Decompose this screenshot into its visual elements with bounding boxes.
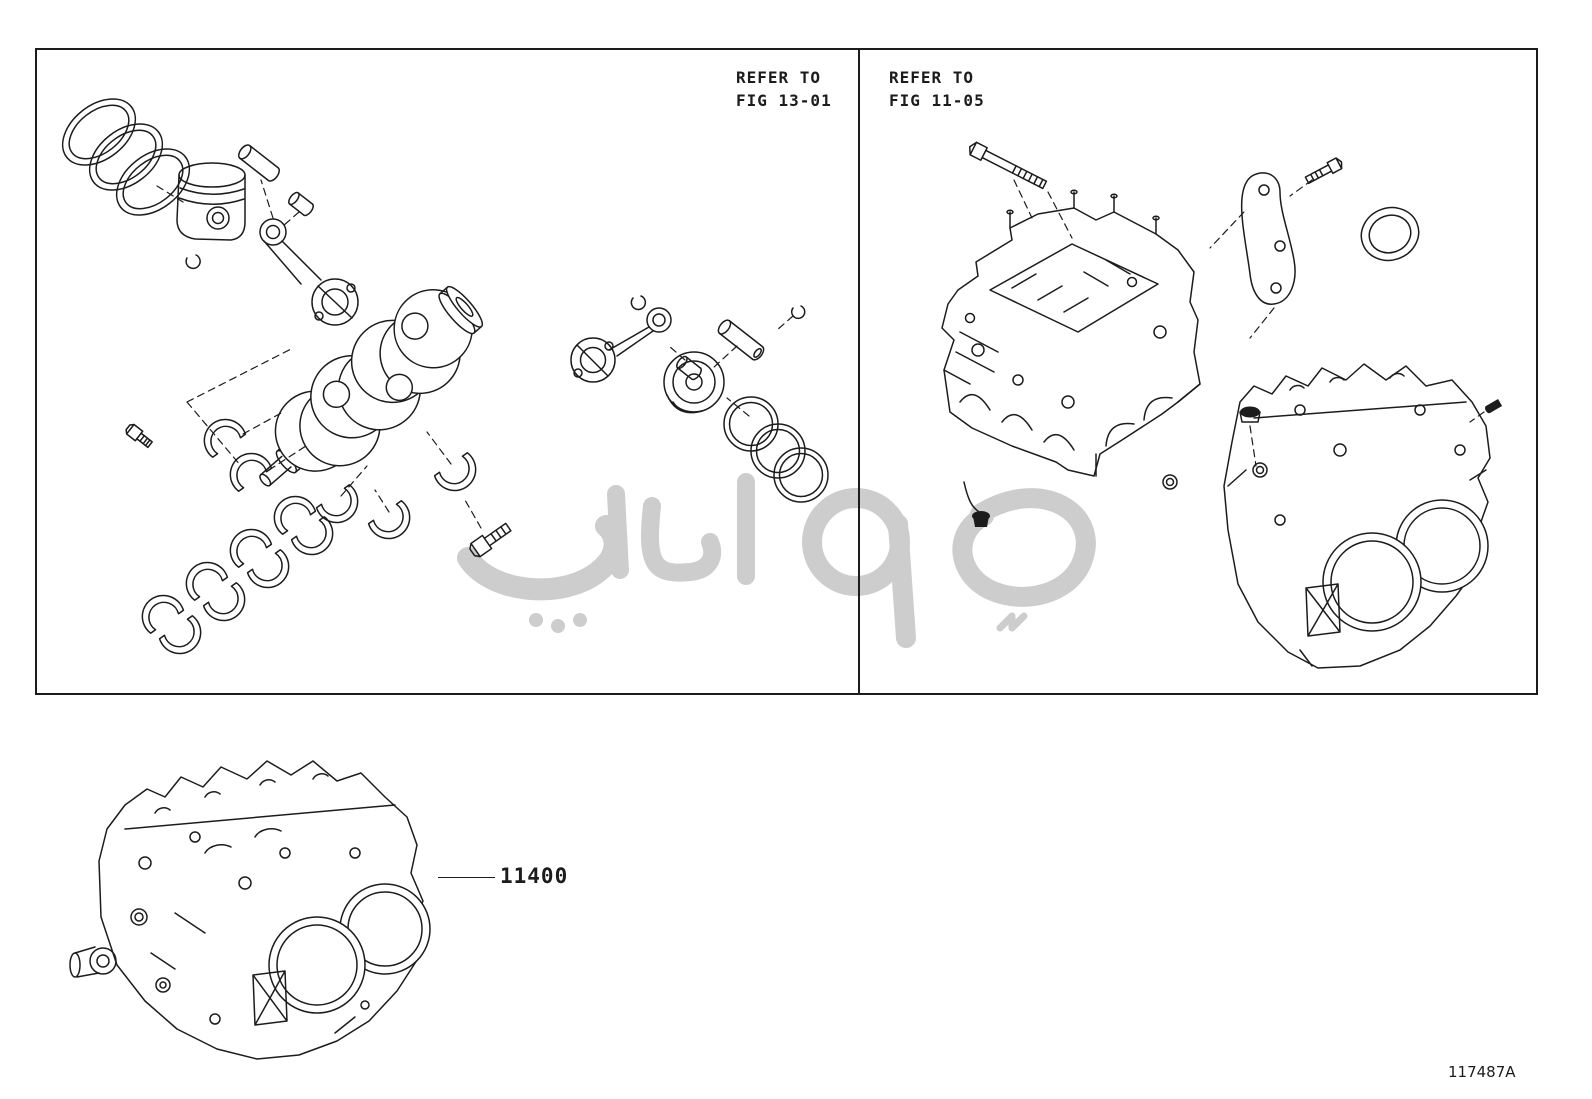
exploded-views-art — [61, 98, 1503, 669]
cylinder-block-assembly-drawing — [941, 141, 1503, 669]
crankshaft-piston-assembly-drawing — [61, 98, 829, 663]
piston-rings-right — [723, 396, 829, 503]
chain-tensioner-guide — [1240, 172, 1296, 305]
side-plug — [1484, 399, 1503, 414]
refer-note-fig-11-05: REFER TO FIG 11-05 — [889, 68, 985, 111]
connecting-rod-right — [570, 307, 672, 383]
piston-rings-left — [61, 98, 191, 216]
rod-bushing-left — [288, 191, 314, 217]
piston-left — [176, 162, 246, 270]
assembly-leader-lines-left — [156, 179, 794, 529]
o-ring — [1162, 474, 1178, 490]
drain-plug — [972, 511, 990, 527]
pin-snap-ring-left — [630, 295, 647, 311]
refer-note-fig-13-01: REFER TO FIG 13-01 — [736, 68, 832, 111]
watermark-logo — [457, 473, 1096, 648]
cylinder-block-front — [1223, 363, 1491, 669]
cover-bolt — [1304, 157, 1343, 185]
short-block-outline — [69, 760, 431, 1060]
piston-pin-right — [717, 319, 765, 361]
main-bearing-set — [133, 487, 342, 663]
short-block-drawing — [69, 760, 431, 1060]
head-bolt — [968, 141, 1048, 190]
figure-panels: REFER TO FIG 13-01 REFER TO FIG 11-05 — [35, 48, 1538, 695]
bolt-small-left — [125, 423, 153, 449]
connecting-rod-left — [259, 218, 359, 326]
piston-pin-left — [237, 144, 280, 182]
crankshaft — [259, 285, 484, 487]
panel-divider — [858, 50, 860, 693]
piston-right — [663, 351, 725, 414]
cylinder-block-isometric — [941, 189, 1201, 512]
watermark-calligraphy — [457, 473, 1096, 648]
crank-bolt — [469, 522, 512, 558]
assembly-leader-lines-right — [1013, 179, 1485, 467]
pin-snap-ring-right — [790, 305, 806, 320]
crank-seal — [1360, 206, 1420, 262]
sealing-cap — [1239, 406, 1261, 423]
part-number-11400[interactable]: 11400 — [500, 864, 569, 888]
callout-leader-line — [438, 877, 495, 878]
diagram-code: 117487A — [1448, 1063, 1516, 1081]
